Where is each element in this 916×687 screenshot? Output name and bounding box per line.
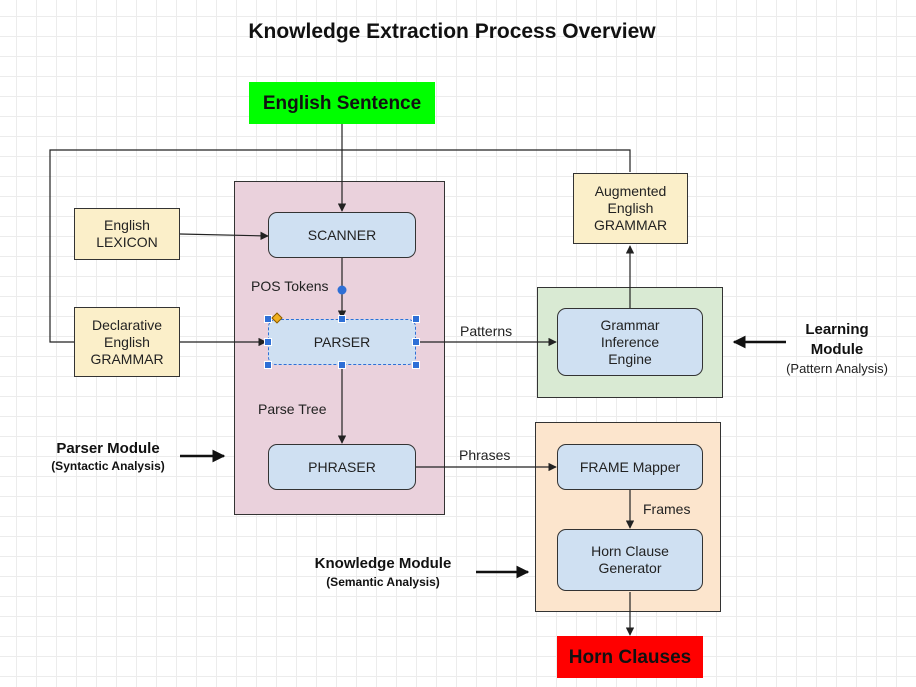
- resize-handle-right[interactable]: [412, 338, 420, 346]
- knowledge-module-title: Knowledge Module: [314, 555, 452, 572]
- parser-box[interactable]: PARSER: [268, 319, 416, 365]
- knowledge-module-subtitle: (Semantic Analysis): [326, 575, 440, 589]
- resize-handle-bottom-right[interactable]: [412, 361, 420, 369]
- learning-module-title-line1: Learning: [805, 321, 869, 338]
- augmented-grammar-box[interactable]: Augmented English GRAMMAR: [573, 173, 688, 244]
- edge-label-parse-tree: Parse Tree: [258, 401, 327, 417]
- resize-handle-top-left[interactable]: [264, 315, 272, 323]
- resize-handle-top[interactable]: [338, 315, 346, 323]
- scanner-box[interactable]: SCANNER: [268, 212, 416, 258]
- english-lexicon-box[interactable]: English LEXICON: [74, 208, 180, 260]
- edge-label-pos-tokens: POS Tokens: [251, 278, 329, 294]
- resize-handle-top-right[interactable]: [412, 315, 420, 323]
- resize-handle-bottom[interactable]: [338, 361, 346, 369]
- output-node-horn-clauses[interactable]: Horn Clauses: [557, 636, 703, 678]
- phraser-box[interactable]: PHRASER: [268, 444, 416, 490]
- resize-handle-left[interactable]: [264, 338, 272, 346]
- frame-mapper-box[interactable]: FRAME Mapper: [557, 444, 703, 490]
- resize-handle-bottom-left[interactable]: [264, 361, 272, 369]
- learning-module-title-line2: Module: [810, 341, 864, 358]
- parser-module-title: Parser Module: [56, 440, 160, 457]
- edge-label-frames: Frames: [643, 501, 691, 517]
- parser-module-subtitle: (Syntactic Analysis): [51, 459, 165, 473]
- horn-clause-generator-box[interactable]: Horn Clause Generator: [557, 529, 703, 591]
- declarative-grammar-box[interactable]: Declarative English GRAMMAR: [74, 307, 180, 377]
- diagram-title: Knowledge Extraction Process Overview: [248, 20, 656, 43]
- grammar-inference-engine-box[interactable]: Grammar Inference Engine: [557, 308, 703, 376]
- input-node-english-sentence[interactable]: English Sentence: [249, 82, 435, 124]
- edge-label-patterns: Patterns: [460, 323, 513, 339]
- edge-label-phrases: Phrases: [459, 447, 511, 463]
- learning-module-subtitle: (Pattern Analysis): [786, 361, 888, 376]
